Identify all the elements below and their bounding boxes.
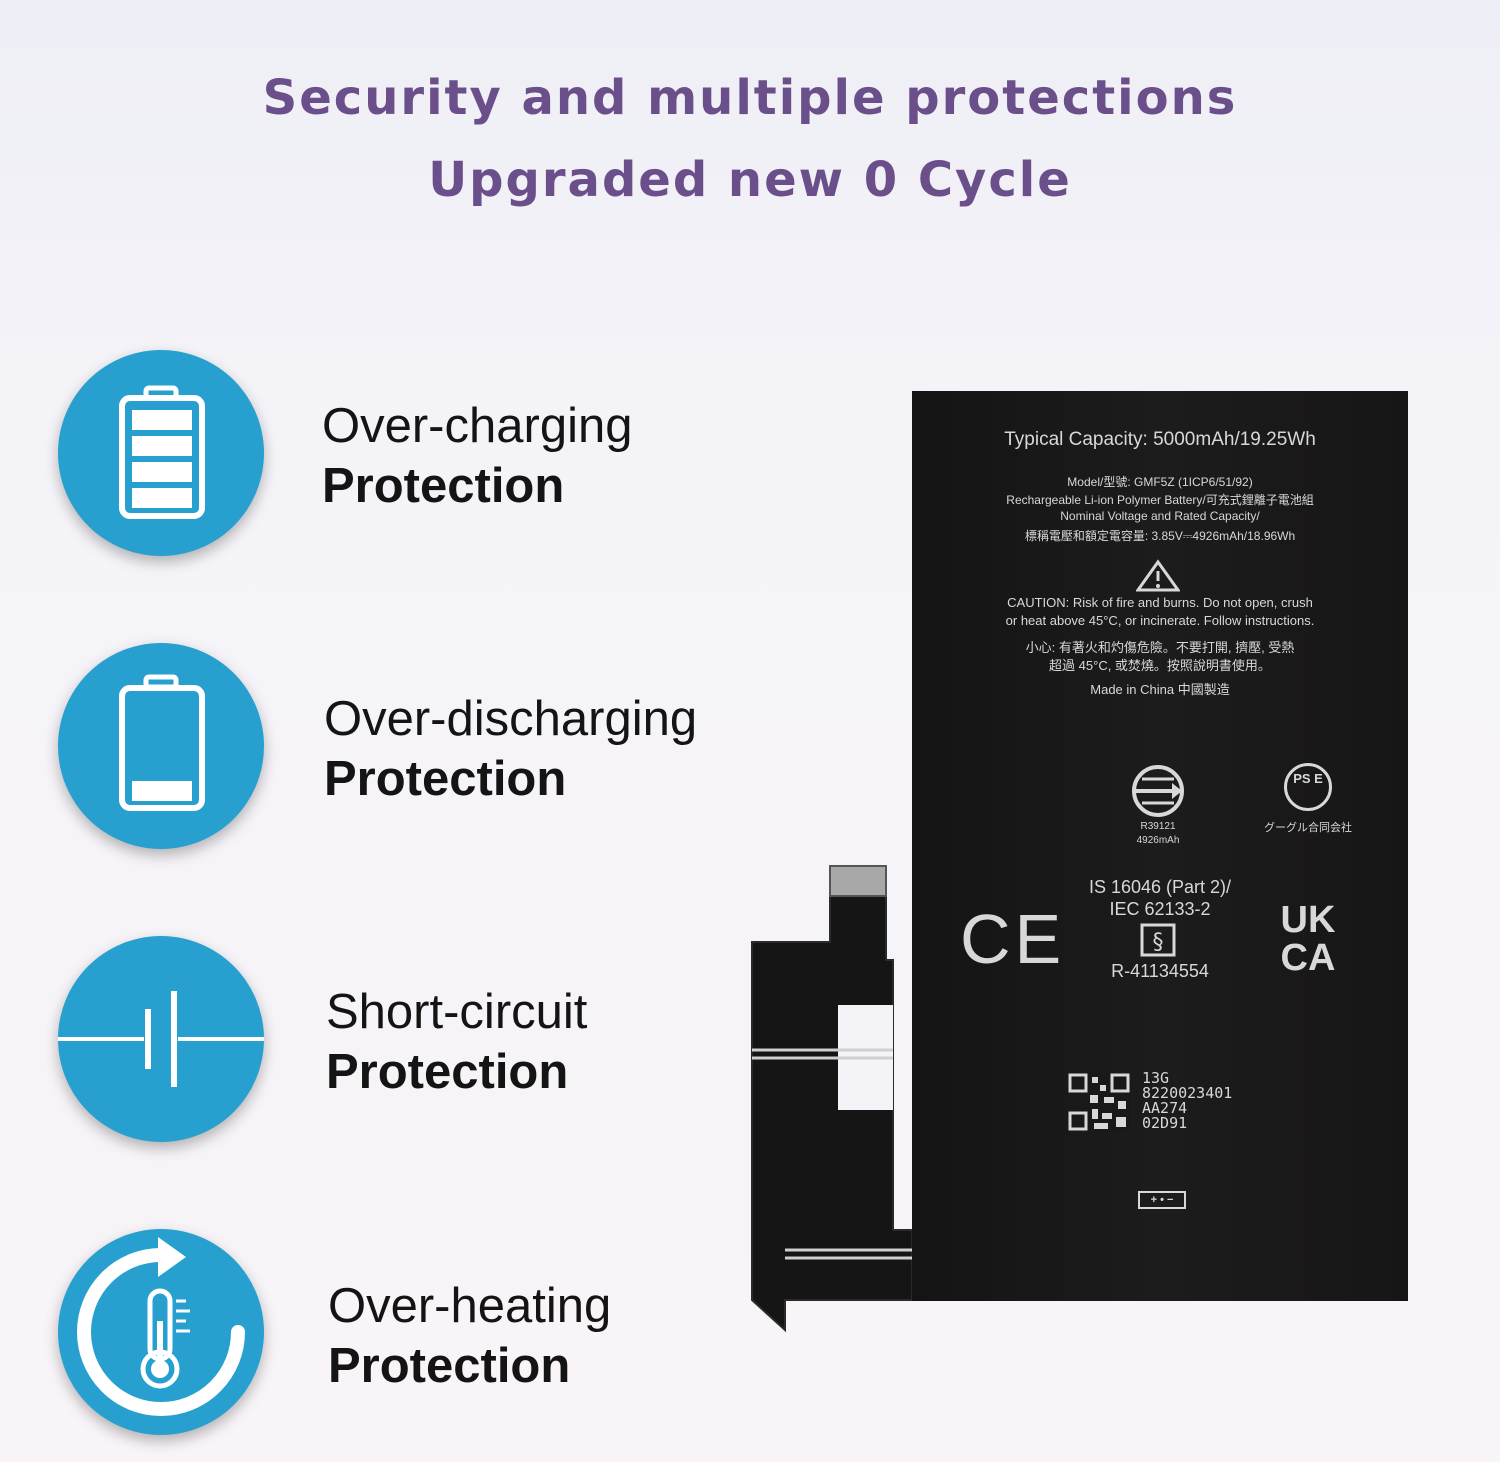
battery-caution-1: CAUTION: Risk of fire and burns. Do not …	[1007, 595, 1313, 610]
svg-text:§: §	[1153, 930, 1164, 955]
feature-over-heating: Over-heating Protection	[328, 1276, 611, 1396]
feature-title: Over-charging	[322, 399, 633, 453]
feature-subtitle: Protection	[324, 752, 567, 806]
standard-line-1: IS 16046 (Part 2)/	[1088, 877, 1232, 897]
headline-line-1: Security and multiple protections	[262, 70, 1238, 126]
battery-capacity-text: Typical Capacity: 5000mAh/19.25Wh	[1004, 429, 1316, 450]
qr-code	[1068, 1073, 1130, 1131]
battery-made-in: Made in China 中國製造	[1090, 682, 1230, 697]
battery-type-text: Rechargeable Li-ion Polymer Battery/可充式鋰…	[1006, 493, 1314, 507]
warning-icon	[1136, 559, 1180, 592]
battery-caution-cn-1: 小心: 有著火和灼傷危險。不要打開, 擠壓, 受熱	[1025, 640, 1295, 655]
serial-line-1: 13G	[1142, 1069, 1170, 1087]
bis-mark-icon: §	[1140, 923, 1176, 957]
thermometer-refresh-icon	[58, 1229, 264, 1435]
battery-nominal-text: Nominal Voltage and Rated Capacity/	[1060, 509, 1260, 523]
feature-subtitle: Protection	[328, 1339, 571, 1393]
feature-short-circuit: Short-circuit Protection	[326, 982, 587, 1102]
pse-mark-icon: PS E	[1284, 763, 1332, 811]
feature-over-charging: Over-charging Protection	[322, 396, 632, 516]
battery-model-text: Model/型號: GMF5Z (1ICP6/51/92)	[1067, 475, 1253, 489]
polarity-icon: + • −	[1138, 1191, 1186, 1209]
cert-code: R39121	[1140, 821, 1176, 832]
pse-company: グーグル合同会社	[1264, 822, 1352, 834]
feature-subtitle: Protection	[326, 1045, 569, 1099]
headline-line-2: Upgraded new 0 Cycle	[428, 152, 1072, 208]
cert-capacity: 4926mAh	[1136, 835, 1180, 846]
serial-line-4: 02D91	[1142, 1114, 1188, 1132]
feature-title: Over-heating	[328, 1279, 612, 1333]
battery-caution-2: or heat above 45°C, or incinerate. Follo…	[1005, 613, 1315, 628]
certification-mark-icon	[1132, 765, 1184, 817]
serial-line-3: AA274	[1142, 1099, 1188, 1117]
serial-line-2: 8220023401	[1142, 1084, 1233, 1102]
feature-title: Short-circuit	[326, 985, 588, 1039]
feature-subtitle: Protection	[322, 459, 565, 513]
feature-over-discharging: Over-discharging Protection	[324, 689, 697, 809]
battery-cell: Typical Capacity: 5000mAh/19.25Wh Model/…	[912, 391, 1408, 1301]
standard-line-2: IEC 62133-2	[1109, 899, 1211, 919]
battery-full-icon	[58, 350, 264, 556]
polarity-text: + • −	[1150, 1194, 1174, 1206]
battery-caution-cn-2: 超過 45°C, 或焚燒。按照說明書使用。	[1049, 658, 1271, 673]
ce-mark: CE	[960, 900, 1066, 978]
battery-low-icon	[58, 643, 264, 849]
bis-number: R-41134554	[1111, 961, 1209, 981]
feature-title: Over-discharging	[324, 692, 698, 746]
flex-connector	[829, 865, 887, 897]
battery-nominal-cn-text: 標稱電壓和額定電容量: 3.85V⎓4926mAh/18.96Wh	[1024, 529, 1296, 543]
pse-mark-text: PS E	[1293, 771, 1323, 786]
ukca-mark-bottom: CA	[1280, 937, 1336, 979]
capacitor-icon	[58, 936, 264, 1142]
ukca-mark-top: UK	[1280, 899, 1336, 941]
